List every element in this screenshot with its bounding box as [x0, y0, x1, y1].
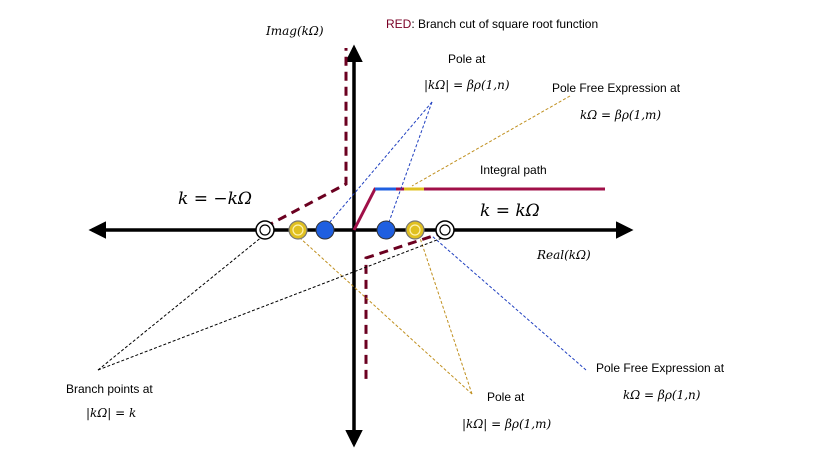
pole-free-bottom-title: Pole Free Expression at: [596, 361, 725, 375]
leader-branch-right: [97, 237, 443, 371]
leader-pole-free-bottom: [431, 235, 587, 371]
branch-points-title: Branch points at: [66, 382, 153, 396]
leader-pole-free-top: [411, 95, 571, 187]
branch-cut-left: [264, 48, 348, 229]
legend-text: RED: Branch cut of square root function: [386, 17, 598, 31]
pole-point-right: [376, 220, 396, 240]
legend-description: : Branch cut of square root function: [411, 17, 599, 31]
branch-cut-right: [364, 230, 446, 380]
leader-pole-bottom-right: [419, 237, 473, 395]
pole-free-point-right: [405, 220, 425, 240]
pole-top-title: Pole at: [448, 52, 486, 66]
leader-pole-top-left: [329, 101, 433, 223]
branch-point-right: [435, 220, 455, 240]
pole-point-left: [315, 220, 335, 240]
k-equals-neg-kOmega: k = −kΩ: [178, 189, 252, 209]
integral-path-label: Integral path: [480, 163, 547, 177]
branch-points-expression: |kΩ| = k: [86, 406, 137, 420]
pole-free-top-expression: kΩ = βρ(1,m): [580, 108, 662, 122]
k-equals-kOmega: k = kΩ: [480, 201, 540, 221]
leader-pole-bottom-left: [299, 237, 473, 395]
pole-free-top-title: Pole Free Expression at: [552, 81, 681, 95]
legend-red-word: RED: [386, 17, 412, 31]
pole-free-bottom-expression: kΩ = βρ(1,n): [623, 388, 701, 402]
pole-top-expression: |kΩ| = βρ(1,n): [424, 78, 510, 92]
imag-axis-label: Imag(kΩ): [266, 24, 324, 38]
leader-branch-left: [97, 235, 264, 371]
branch-point-left: [255, 220, 275, 240]
real-axis-label: Real(kΩ): [537, 248, 591, 262]
pole-bottom-title: Pole at: [487, 390, 525, 404]
pole-free-point-left: [288, 220, 308, 240]
pole-bottom-expression: |kΩ| = βρ(1,m): [462, 417, 552, 431]
leader-pole-top-right: [388, 101, 433, 223]
